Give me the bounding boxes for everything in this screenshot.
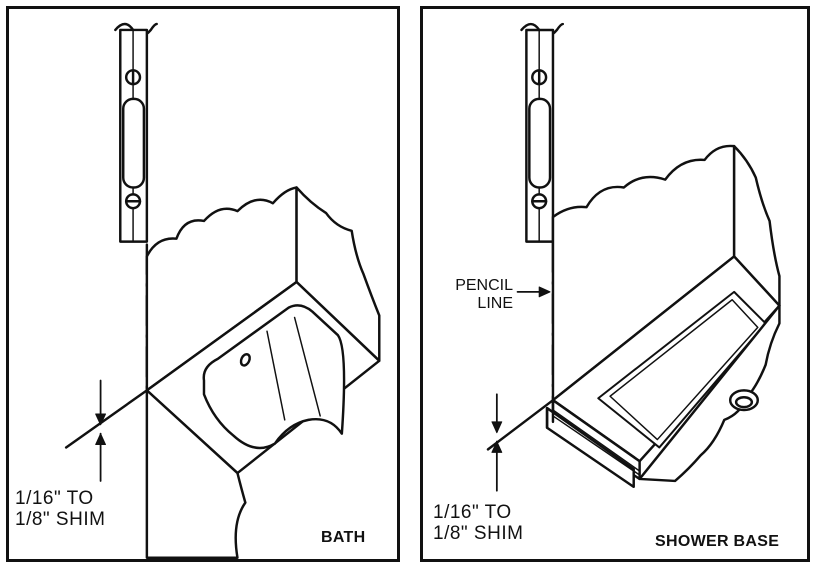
shim-reference-line [486, 398, 555, 451]
tub-drain-icon [239, 352, 251, 367]
shim-label: 1/16" TO 1/8" SHIM [433, 502, 524, 545]
shim-label-line1: 1/16" TO [15, 488, 94, 509]
tub-apron [145, 389, 247, 559]
shower-base-caption: SHOWER BASE [655, 533, 780, 550]
level-tool [114, 22, 158, 243]
wall-edge [145, 186, 298, 392]
level-tool [520, 22, 565, 243]
bath-caption: BATH [321, 529, 366, 546]
bath-illustration [64, 22, 381, 559]
shower-base-panel: PENCIL LINE 1/16" TO 1/8" SHIM SHOWER BA… [420, 6, 810, 562]
pencil-label-line2: LINE [477, 294, 513, 312]
pencil-line-label: PENCIL LINE [433, 277, 513, 312]
wall-edge [551, 144, 736, 402]
shim-reference-line [64, 389, 149, 449]
shim-label-line1: 1/16" TO [433, 502, 512, 523]
shim-label: 1/16" TO 1/8" SHIM [15, 488, 106, 531]
shim-label-line2: 1/8" SHIM [433, 522, 524, 544]
pencil-label-line1: PENCIL [455, 277, 513, 294]
tub-basin [202, 304, 346, 450]
shim-label-line2: 1/8" SHIM [15, 508, 106, 530]
shower-base-illustration [486, 22, 781, 492]
bath-panel: 1/16" TO 1/8" SHIM BATH [6, 6, 400, 562]
